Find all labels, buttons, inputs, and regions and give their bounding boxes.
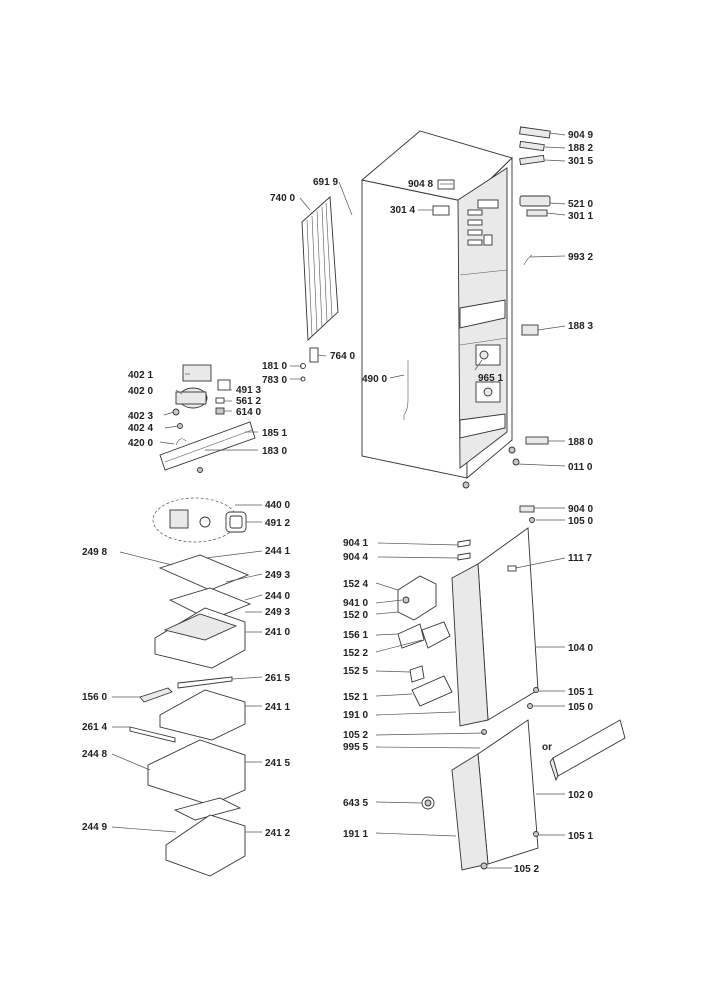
label-1051b: 105 1 (568, 831, 593, 842)
label-9041: 904 1 (343, 538, 368, 549)
label-1882: 188 2 (568, 143, 593, 154)
label-2412: 241 2 (265, 828, 290, 839)
door-hinges (457, 505, 539, 870)
label-3014: 301 4 (390, 205, 415, 216)
label-4400: 440 0 (265, 500, 290, 511)
label-0110: 011 0 (568, 462, 593, 473)
label-2440: 244 0 (265, 591, 290, 602)
label-2615: 261 5 (265, 673, 290, 684)
leader-lines (111, 132, 566, 869)
label-2614: 261 4 (82, 722, 107, 733)
label-3015: 301 5 (568, 156, 593, 167)
label-9040: 904 0 (568, 504, 593, 515)
label-1525: 152 5 (343, 666, 368, 677)
label-1020: 102 0 (568, 790, 593, 801)
alternative-handle (549, 719, 626, 782)
label-1851: 185 1 (262, 428, 287, 439)
label-9651: 965 1 (478, 373, 503, 384)
label-1052b: 105 2 (514, 864, 539, 875)
compressor-area-parts (159, 347, 409, 473)
label-1810: 181 0 (262, 361, 287, 372)
label-5210: 521 0 (568, 199, 593, 210)
label-4021: 402 1 (128, 370, 153, 381)
label-1052a: 105 2 (343, 730, 368, 741)
label-9049: 904 9 (568, 130, 593, 141)
label-9932: 993 2 (568, 252, 593, 263)
label-4023: 402 3 (128, 411, 153, 422)
label-6140: 614 0 (236, 407, 261, 418)
label-2411: 241 1 (265, 702, 290, 713)
label-2449: 244 9 (82, 822, 107, 833)
lower-door (451, 719, 539, 871)
label-1117: 111 7 (568, 553, 592, 564)
label-2441: 244 1 (265, 546, 290, 557)
label-7400: 740 0 (270, 193, 295, 204)
label-1050a: 105 0 (568, 516, 593, 527)
label-4900: 490 0 (362, 374, 387, 385)
fan-assembly (152, 497, 247, 543)
label-2493a: 249 3 (265, 570, 290, 581)
label-2410: 241 0 (265, 627, 290, 638)
label-1911: 191 1 (343, 829, 368, 840)
label-1521: 152 1 (343, 692, 368, 703)
label-5612: 561 2 (236, 396, 261, 407)
label-1880: 188 0 (568, 437, 593, 448)
label-4913: 491 3 (236, 385, 261, 396)
label-7640: 764 0 (330, 351, 355, 362)
label-1051a: 105 1 (568, 687, 593, 698)
label-4020: 402 0 (128, 386, 153, 397)
label-9955: 995 5 (343, 742, 368, 753)
label-1040: 104 0 (568, 643, 593, 654)
label-7830: 783 0 (262, 375, 287, 386)
label-1560: 156 0 (82, 692, 107, 703)
label-2498: 249 8 (82, 547, 107, 558)
door-bins (397, 575, 453, 810)
label-9048: 904 8 (408, 179, 433, 190)
label-1050b: 105 0 (568, 702, 593, 713)
label-2448: 244 8 (82, 749, 107, 760)
label-9410: 941 0 (343, 598, 368, 609)
top-right-small-parts (432, 126, 551, 466)
label-1520: 152 0 (343, 610, 368, 621)
label-1830: 183 0 (262, 446, 287, 457)
label-1561: 156 1 (343, 630, 368, 641)
label-9044: 904 4 (343, 552, 368, 563)
label-1524: 152 4 (343, 579, 368, 590)
label-3011: 301 1 (568, 211, 593, 222)
refrigerator-cabinet (361, 130, 516, 489)
label-6919: 691 9 (313, 177, 338, 188)
label-or: or (542, 742, 552, 753)
label-4912: 491 2 (265, 518, 290, 529)
part-labels: 904 9 188 2 301 5 904 8 691 9 740 0 301 … (82, 130, 593, 875)
label-1522: 152 2 (343, 648, 368, 659)
label-2493b: 249 3 (265, 607, 290, 618)
freezer-drawers (129, 554, 252, 877)
label-4200: 420 0 (128, 438, 153, 449)
upper-door (451, 527, 539, 727)
label-4024: 402 4 (128, 423, 153, 434)
condenser (301, 196, 339, 341)
label-1910: 191 0 (343, 710, 368, 721)
label-2415: 241 5 (265, 758, 290, 769)
label-1883: 188 3 (568, 321, 593, 332)
label-6435: 643 5 (343, 798, 368, 809)
